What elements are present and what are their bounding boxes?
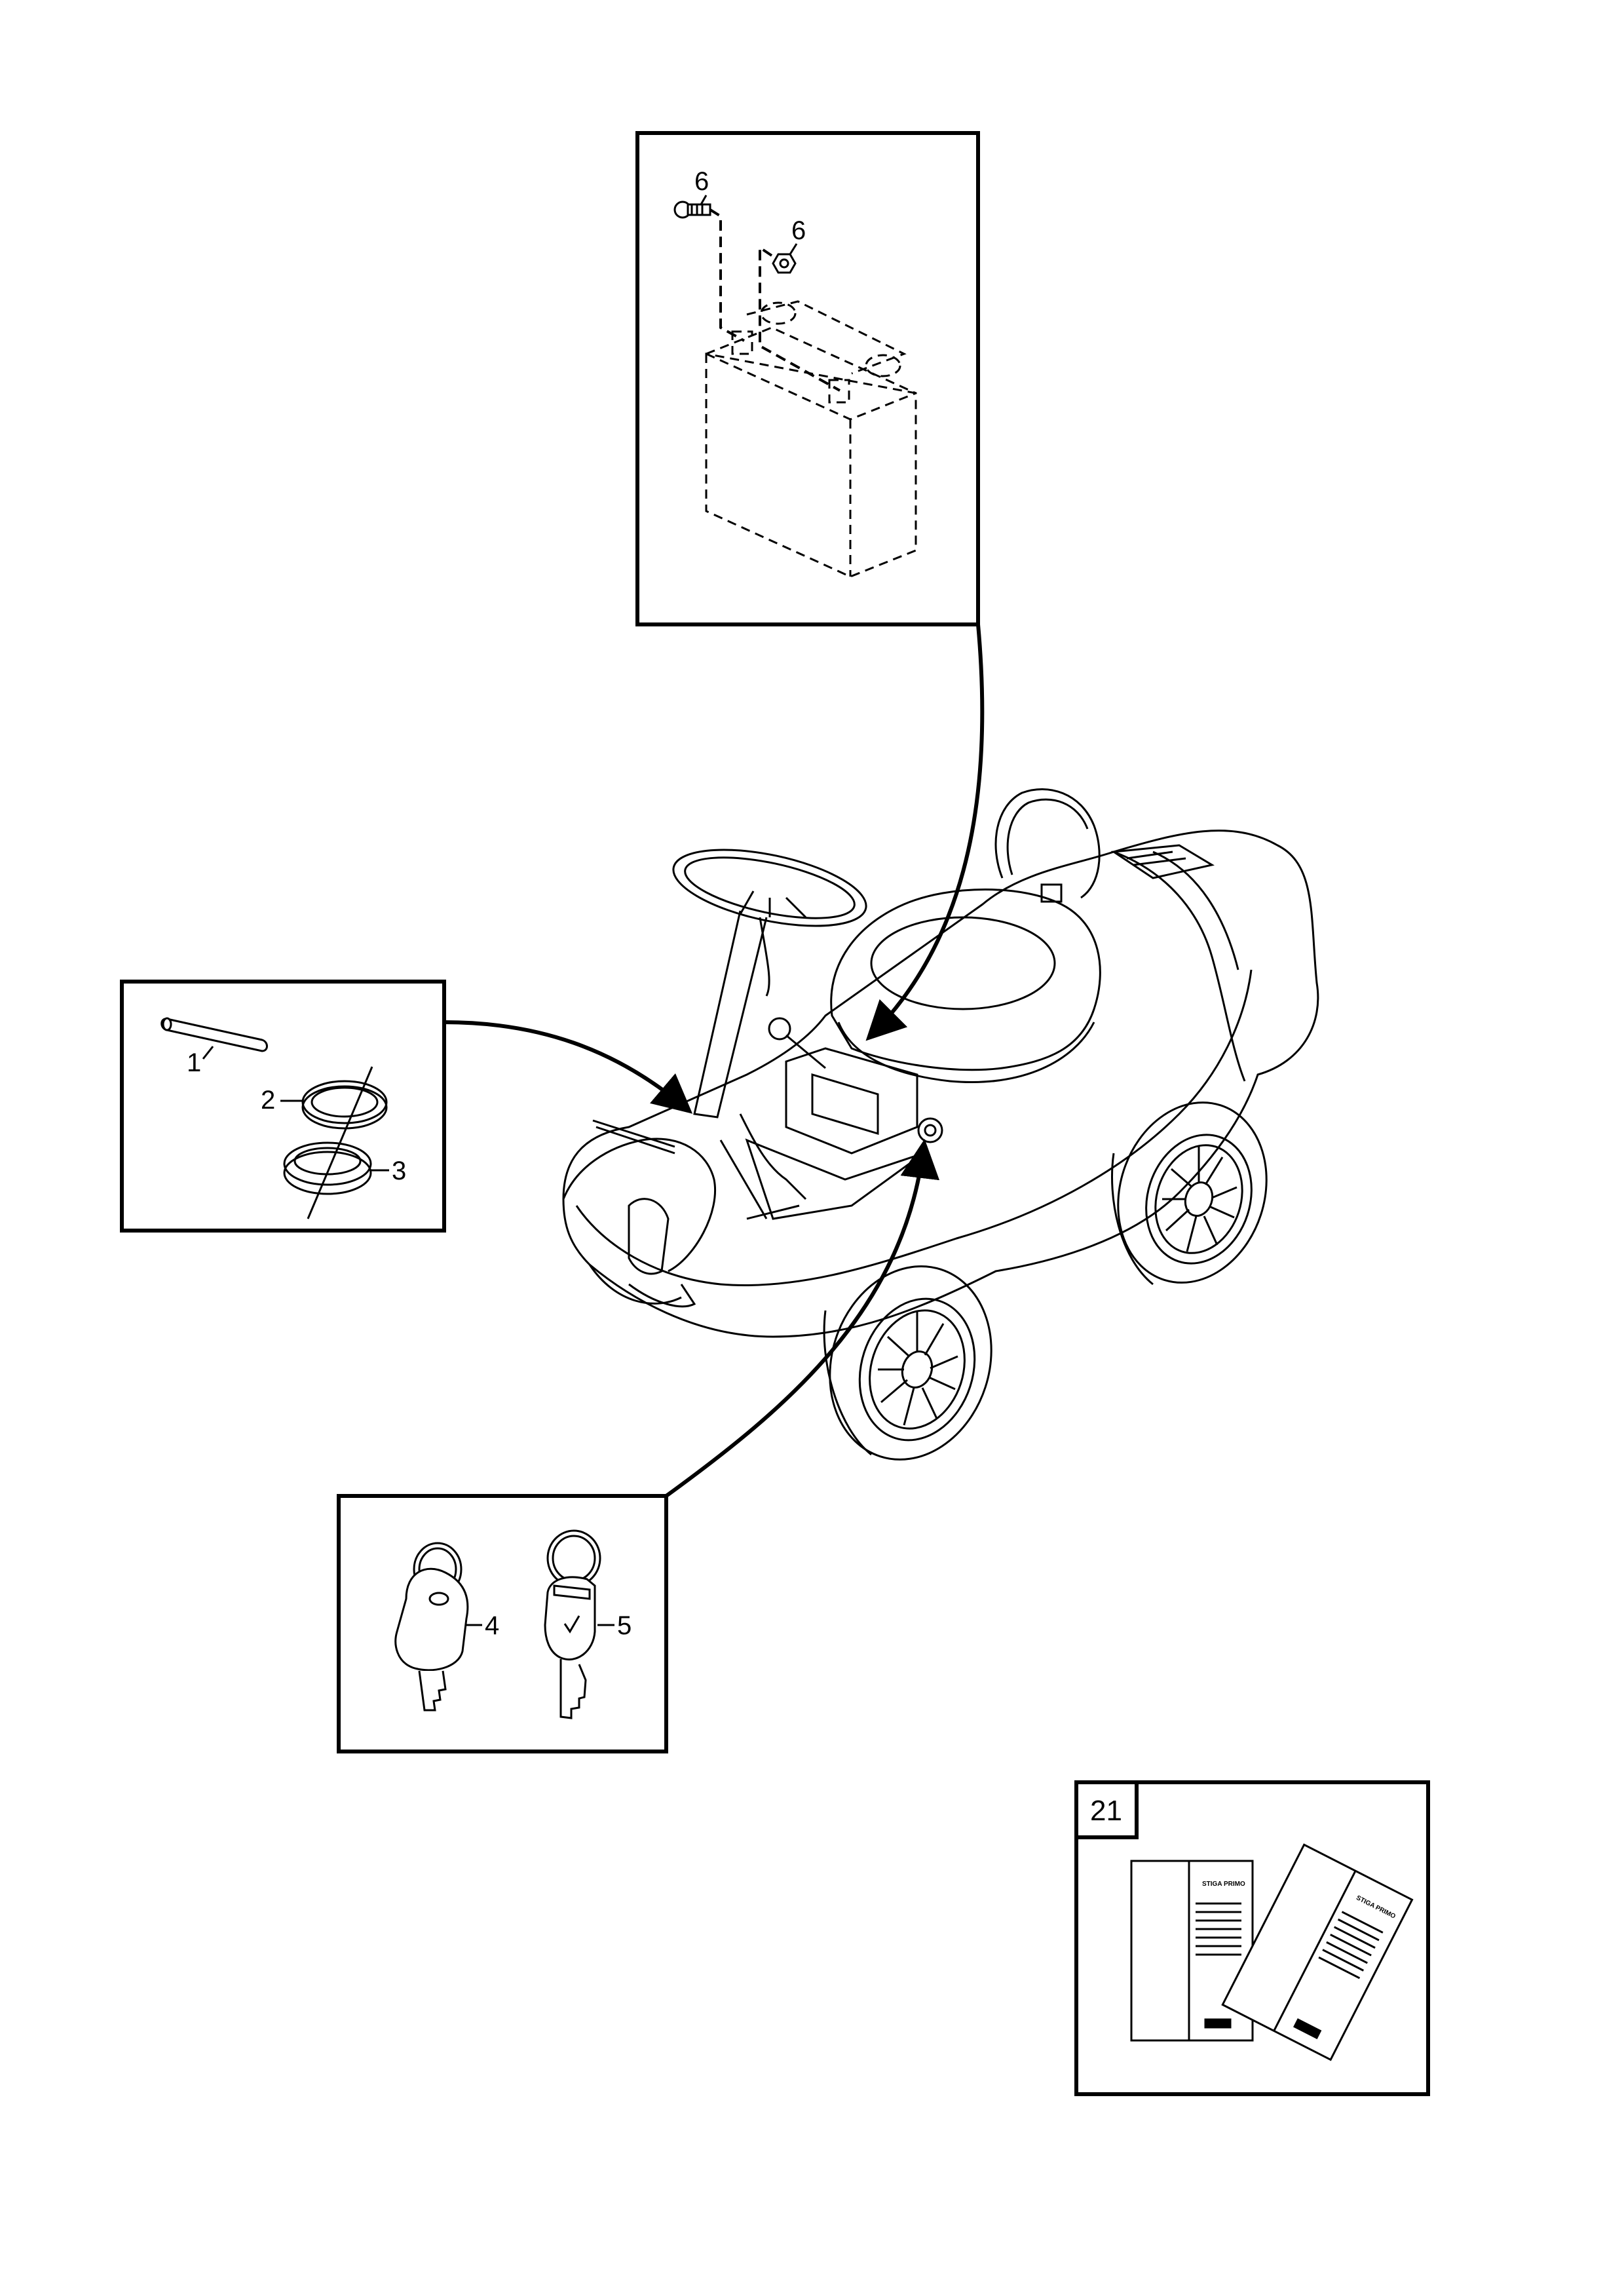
- battery-inset: 6 6: [635, 131, 980, 626]
- callout-6-bolt: 6: [694, 167, 709, 196]
- ride-on-mower-illustration: [562, 788, 1319, 1461]
- callout-4-key: 4: [485, 1611, 499, 1640]
- seat-back: [994, 788, 1101, 899]
- quick-guide-manual-icon: [1221, 1843, 1414, 2061]
- operator-manual-title: STIGA PRIMO: [1202, 1881, 1245, 1888]
- connector-arrows: [444, 624, 985, 1498]
- pin-washer-inset: 1 2 3: [120, 980, 446, 1233]
- rear-wheel-icon: [1111, 1101, 1268, 1286]
- page-number: 21: [1090, 1795, 1122, 1827]
- bushing-icon: [283, 1141, 372, 1195]
- manuals-inset-frame: [1074, 1780, 1430, 2096]
- battery-nut-icon: [772, 253, 797, 274]
- pin-icon: [161, 1017, 268, 1052]
- battery-bolt-icon: [673, 201, 711, 219]
- ignition-switch-icon: [917, 1117, 943, 1143]
- page-number-box: [1074, 1780, 1139, 1839]
- battery-icon: [705, 300, 917, 578]
- callout-1-pin: 1: [187, 1048, 201, 1077]
- washer-icon: [301, 1080, 388, 1130]
- ignition-key-5-icon: [544, 1529, 601, 1719]
- ignition-keys-inset: 4 5: [337, 1494, 668, 1753]
- callout-6-nut: 6: [791, 216, 806, 245]
- arrow-keys-to-ignition: [665, 1139, 940, 1498]
- callout-5-key: 5: [617, 1611, 632, 1640]
- battery-inset-frame: [635, 131, 980, 626]
- callout-3-bushing: 3: [392, 1157, 406, 1185]
- manuals-inset: 21 STIGA PRIMO: [1074, 1780, 1430, 2096]
- battery-assembly-lines: [709, 208, 840, 392]
- front-wheel-icon: [823, 1265, 992, 1461]
- arrow-washers-to-mower: [444, 1020, 693, 1114]
- arrow-battery-to-mower: [865, 624, 985, 1041]
- steering-wheel: [672, 849, 867, 927]
- pin-washer-inset-frame: [120, 980, 446, 1233]
- ignition-keys-inset-frame: [337, 1494, 668, 1753]
- operator-manual-icon: [1130, 1860, 1254, 2042]
- callout-2-washer: 2: [261, 1086, 275, 1115]
- steering-column: [693, 910, 768, 1119]
- ignition-key-4-icon: [394, 1542, 469, 1712]
- seat: [830, 889, 1101, 1071]
